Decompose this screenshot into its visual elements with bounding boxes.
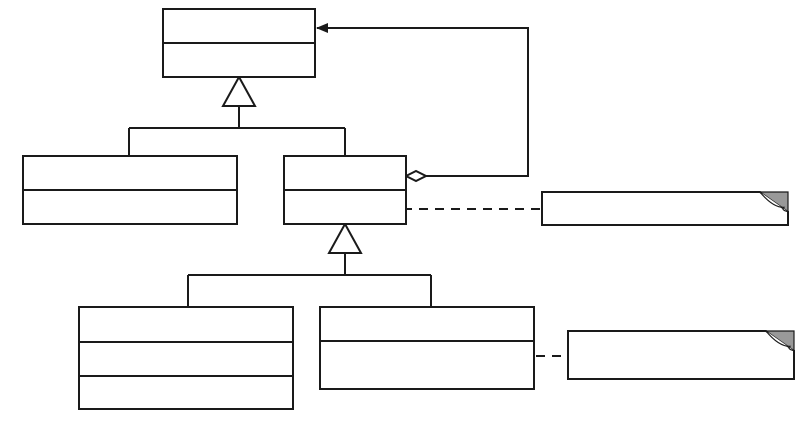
class-box-concrete-decorator-a[interactable] bbox=[78, 306, 294, 410]
note-fold-curl bbox=[765, 330, 795, 352]
generalization-composite bbox=[187, 221, 432, 307]
aggregation-line bbox=[316, 23, 529, 177]
note-fold-corner bbox=[764, 330, 795, 352]
generalization-triangle bbox=[327, 221, 363, 254]
note-fold-curl bbox=[759, 191, 789, 213]
class-box-composite[interactable] bbox=[283, 155, 407, 225]
classes-layer bbox=[22, 8, 535, 410]
class-outline bbox=[78, 306, 294, 410]
aggregation-diamond bbox=[403, 169, 429, 183]
note-note-composite[interactable] bbox=[541, 191, 789, 226]
aggregation-composite-component bbox=[316, 23, 529, 183]
class-box-concrete-decorator-b[interactable] bbox=[319, 306, 535, 390]
generalization-component bbox=[128, 74, 346, 156]
notes-layer bbox=[541, 191, 795, 380]
note-link-composite bbox=[394, 204, 542, 214]
generalization-triangle bbox=[221, 74, 257, 107]
note-outline bbox=[567, 330, 795, 380]
class-outline bbox=[319, 306, 535, 390]
note-outline bbox=[541, 191, 789, 226]
class-box-component[interactable] bbox=[162, 8, 316, 78]
note-note-decorator-b[interactable] bbox=[567, 330, 795, 380]
class-box-leaf[interactable] bbox=[22, 155, 238, 225]
